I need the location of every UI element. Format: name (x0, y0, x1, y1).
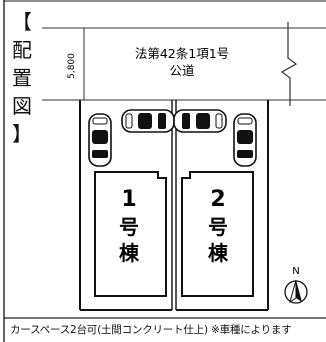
north-label: N (292, 266, 299, 277)
parking-caption: カースペース2台可(土間コンクリート仕上) ※車種によります (10, 324, 292, 336)
building-1-outline (94, 171, 167, 297)
north-arrow: N (284, 266, 308, 304)
lot-boundaries (79, 100, 269, 311)
road-width-dimension: 5,800 (67, 53, 77, 79)
title-char-2: 置 (12, 66, 32, 90)
north-arrow-head-outline (289, 279, 297, 304)
car-icon (173, 109, 227, 133)
title-bracket-open: 【 (12, 10, 32, 34)
building-2-char-2: 棟 (208, 241, 229, 265)
building-2-outline (181, 171, 254, 297)
title-char-3: 図 (12, 94, 32, 118)
building-1-char-1: 号 (119, 215, 139, 239)
road-label-line2: 公道 (169, 63, 195, 78)
building-2-char-1: 号 (208, 215, 228, 239)
car-icon (233, 113, 257, 167)
building-1: 1 号 棟 (94, 171, 167, 297)
road-break-line (280, 22, 298, 106)
north-arrow-head (296, 280, 302, 302)
road-area: 5,800 法第42条1項1号 公道 (42, 22, 326, 106)
building-1-char-2: 棟 (119, 241, 140, 265)
building-1-number: 1 (121, 187, 136, 212)
car-icon (88, 113, 112, 167)
building-2: 2 号 棟 (181, 171, 254, 297)
title-char-1: 配 (12, 38, 32, 62)
plan-title: 【 配 置 図 】 (10, 8, 34, 148)
title-bracket-close: 】 (12, 122, 32, 146)
road-label-line1: 法第42条1項1号 (135, 46, 229, 61)
building-2-number: 2 (210, 187, 225, 212)
car-icon (121, 109, 175, 133)
